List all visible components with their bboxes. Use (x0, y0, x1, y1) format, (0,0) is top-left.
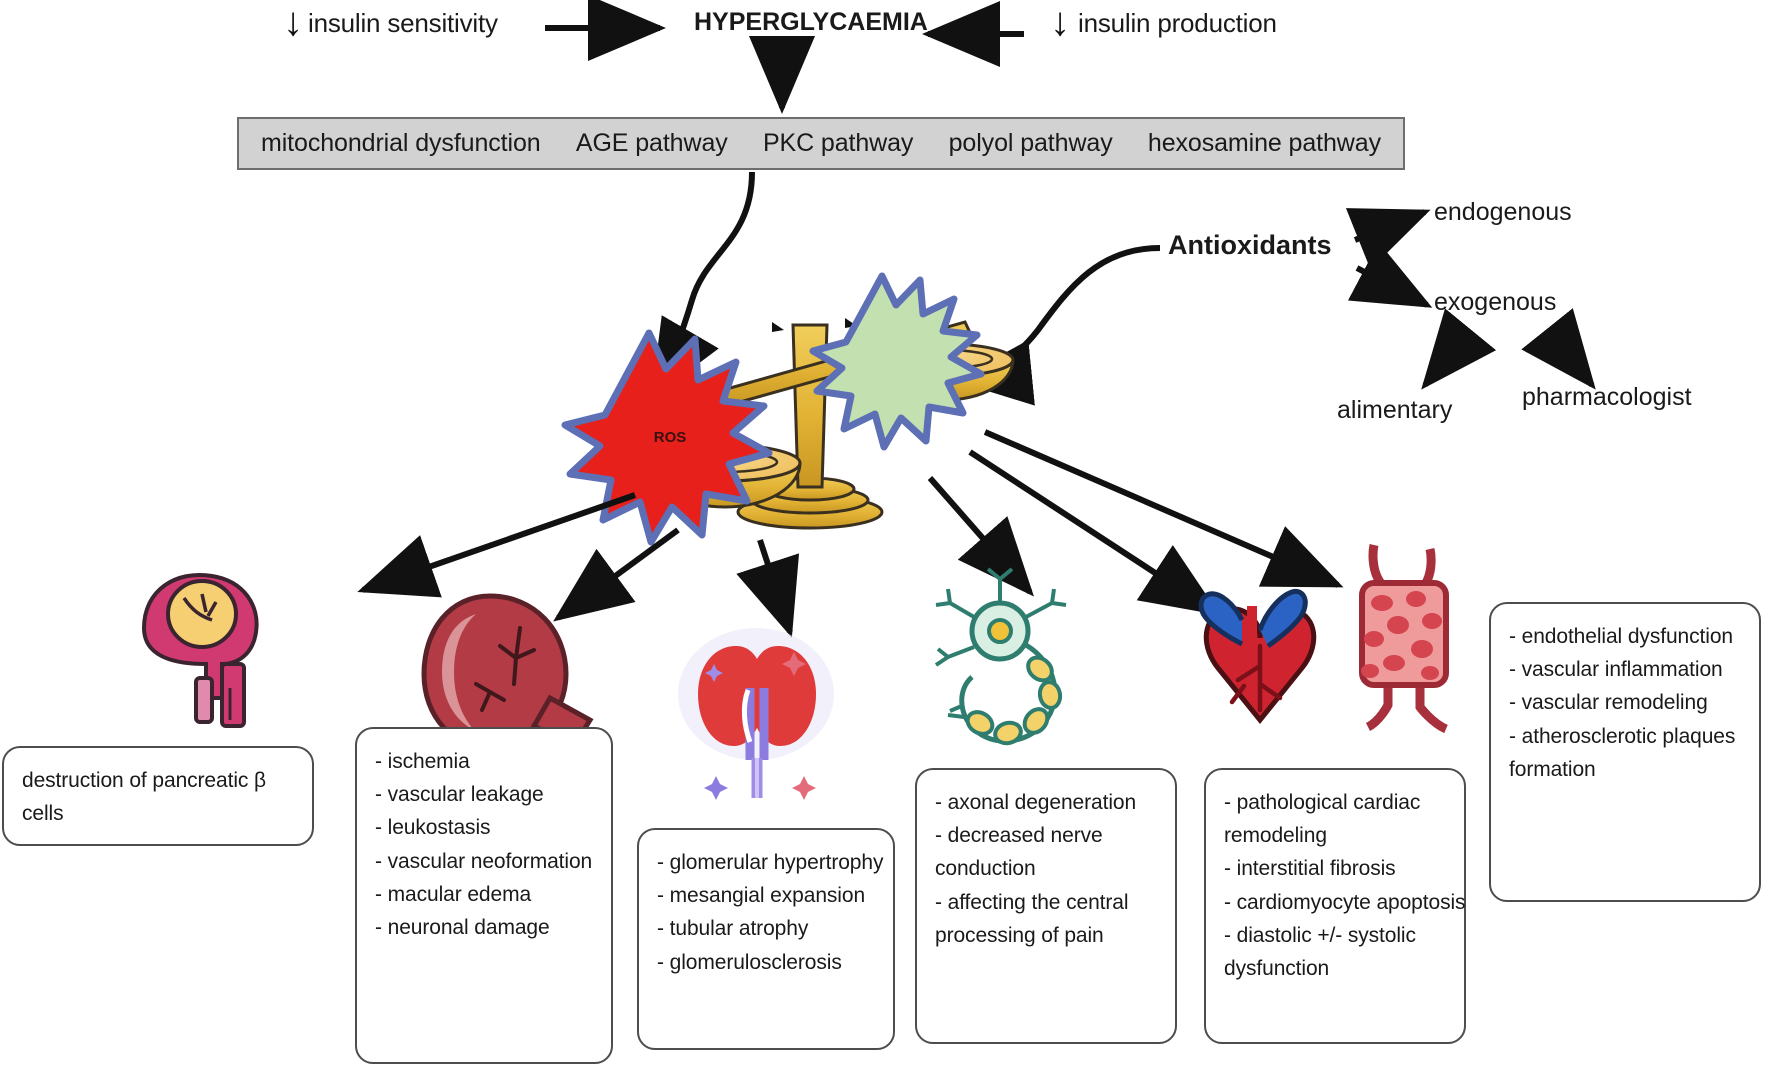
antioxidants-pharmacologist-label: pharmacologist (1522, 383, 1692, 411)
heart-line-3: - interstitial fibrosis (1224, 857, 1396, 881)
insulin-sensitivity-down-arrow-icon: ↓ (283, 0, 303, 44)
nerve-line-3: conduction (935, 857, 1036, 881)
ros-label: ROS (654, 429, 687, 446)
arrow-exogenous-alimentary (1421, 308, 1497, 390)
kidney-line-3: - tubular atrophy (657, 917, 809, 941)
vessel-textbox: - endothelial dysfunction - vascular inf… (1489, 602, 1761, 902)
arrow-antioxidants-to-scale (954, 245, 1161, 406)
insulin-sensitivity-label: insulin sensitivity (308, 8, 498, 38)
insulin-production-label: insulin production (1078, 8, 1277, 38)
heart-line-4: - cardiomyocyte apoptosis (1224, 890, 1466, 914)
arrow-scale-to-vessel (983, 429, 1344, 588)
arrow-scale-to-heart (968, 449, 1221, 616)
pancreas-line-2: cells (22, 802, 64, 826)
pathway-item-polyol-pathway: polyol pathway (948, 129, 1113, 157)
arrow-scale-to-kidney (736, 539, 800, 638)
nerve-line-1: - axonal degeneration (935, 791, 1137, 814)
pancreas-textbox: destruction of pancreatic β cells (2, 746, 314, 846)
pathway-item-hexosamine-pathway: hexosamine pathway (1147, 129, 1381, 157)
arrow-pathways-to-ros (650, 171, 755, 400)
eye-textbox: - ischemia - vascular leakage - leukosta… (355, 727, 613, 1064)
heart-icon (1198, 588, 1317, 724)
heart-line-5: - diastolic +/- systolic (1224, 923, 1416, 947)
blood-vessel-icon (1359, 544, 1449, 734)
vessel-line-1: - endothelial dysfunction (1509, 625, 1733, 648)
eye-line-6: - neuronal damage (375, 915, 550, 939)
heart-line-2: remodeling (1224, 824, 1327, 848)
arrow-exogenous-pharmacologist (1521, 308, 1596, 390)
nerve-line-5: processing of pain (935, 923, 1104, 947)
pancreas-line-1: destruction of pancreatic β (22, 769, 267, 792)
kidney-line-2: - mesangial expansion (657, 884, 866, 908)
eye-line-4: - vascular neoformation (375, 849, 593, 873)
vessel-line-5: formation (1509, 757, 1596, 781)
antioxidant-starburst-icon (809, 272, 985, 451)
eye-line-5: - macular edema (375, 882, 532, 906)
eye-retina-icon (421, 593, 594, 751)
pancreas-icon (141, 573, 259, 728)
arrow-scale-to-pancreas (357, 492, 636, 598)
eye-line-1: - ischemia (375, 750, 470, 773)
pathway-item-mitochondrial-dysfunction: mitochondrial dysfunction (261, 129, 541, 157)
vessel-line-3: - vascular remodeling (1509, 691, 1708, 715)
arrow-scale-to-nerve (927, 476, 1034, 597)
kidney-textbox: - glomerular hypertrophy - mesangial exp… (637, 828, 895, 1050)
kidney-icon (678, 628, 834, 800)
heart-textbox: - pathological cardiac remodeling - inte… (1204, 768, 1466, 1044)
heart-line-6: dysfunction (1224, 956, 1330, 980)
kidney-line-1: - glomerular hypertrophy (657, 851, 884, 874)
pathway-bar: mitochondrial dysfunction AGE pathway PK… (237, 117, 1405, 170)
pathway-item-pkc-pathway: PKC pathway (762, 129, 914, 157)
antioxidants-endogenous-label: endogenous (1434, 198, 1572, 226)
eye-line-2: - vascular leakage (375, 783, 544, 807)
nerve-line-2: - decreased nerve (935, 824, 1103, 848)
arrow-scale-to-eye (553, 527, 680, 622)
nerve-textbox: - axonal degeneration - decreased nerve … (915, 768, 1177, 1044)
arrow-antioxidants-exogenous (1347, 242, 1433, 308)
antioxidants-title: Antioxidants (1168, 230, 1332, 260)
kidney-line-4: - glomerulosclerosis (657, 950, 842, 974)
antioxidants-alimentary-label: alimentary (1337, 396, 1453, 424)
vessel-line-4: - atherosclerotic plaques (1509, 724, 1736, 748)
heart-line-1: - pathological cardiac (1224, 791, 1421, 814)
balance-scale-graphic: ROS (561, 272, 1015, 546)
eye-line-3: - leukostasis (375, 816, 491, 840)
hyperglycaemia-label: HYPERGLYCAEMIA (694, 8, 928, 36)
vessel-line-2: - vascular inflammation (1509, 658, 1723, 682)
neuron-icon (934, 567, 1067, 746)
insulin-production-down-arrow-icon: ↓ (1050, 0, 1070, 44)
ros-starburst-icon: ROS (561, 329, 773, 546)
arrow-antioxidants-endogenous (1345, 208, 1431, 270)
nerve-line-4: - affecting the central (935, 890, 1129, 914)
antioxidants-exogenous-label: exogenous (1434, 288, 1557, 316)
pathway-item-age-pathway: AGE pathway (575, 129, 728, 157)
